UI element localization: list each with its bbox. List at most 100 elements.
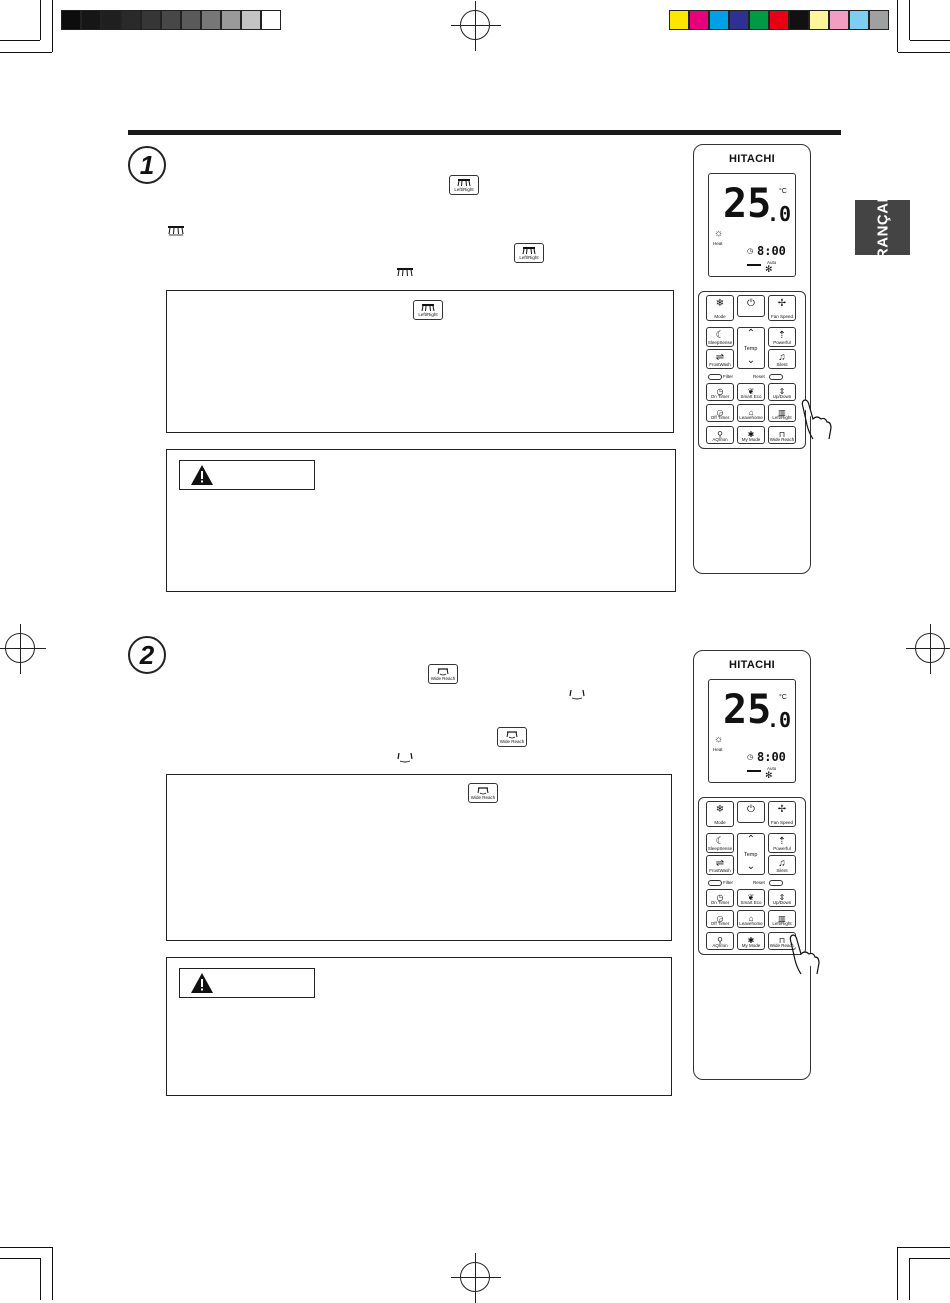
wide-reach-button[interactable]: ⊓Wide Reach	[768, 426, 796, 444]
power-icon: ⏻	[747, 804, 755, 815]
crop-mark	[910, 1258, 950, 1259]
fan-speed-button[interactable]: ✢Fan Speed	[768, 295, 796, 321]
mode-button[interactable]: ❄Mode	[706, 801, 734, 827]
aqi-ion-button[interactable]: ⚲AQI/Ion	[706, 426, 734, 444]
snowflake-icon: ❄	[715, 298, 725, 309]
louver-indicator-icon	[747, 770, 761, 778]
power-button[interactable]: ⏻	[737, 801, 765, 823]
chevron-up-icon: ⌃	[746, 834, 756, 845]
filter-reset-button[interactable]	[708, 880, 722, 886]
leave-home-button[interactable]: ⌂Leavehome	[737, 404, 765, 422]
gray-swatch	[201, 10, 221, 30]
temperature-readout: 25	[723, 687, 772, 733]
gray-swatch	[221, 10, 241, 30]
left-right-louver-icon	[168, 226, 184, 236]
my-mode-button[interactable]: ✱My Mode	[737, 426, 765, 444]
crop-mark	[898, 1247, 950, 1248]
smart-eco-button[interactable]: ❦Smart Eco	[737, 889, 765, 907]
note-box	[166, 774, 672, 941]
wide-reach-button[interactable]: ⊓Wide Reach	[768, 932, 796, 950]
power-icon: ⏻	[747, 298, 755, 309]
chevron-down-icon: ⌄	[746, 861, 756, 872]
left-right-icon: ▥	[778, 408, 786, 417]
frostwash-button[interactable]: ⇌FrostWash	[706, 855, 734, 875]
filter-label: Filter	[723, 374, 733, 379]
up-down-icon: ⇕	[778, 893, 786, 902]
fan-auto-label: Auto	[767, 260, 777, 265]
sun-icon: ☼	[714, 228, 724, 239]
clock-readout: 8:00	[757, 750, 786, 764]
up-down-button[interactable]: ⇕Up/Down	[768, 383, 796, 401]
remote-control: HITACHI 25 .0 °C ☼ Heat ◷ 8:00 Auto ✻ ❄M…	[693, 650, 811, 1080]
crop-mark	[40, 0, 41, 40]
color-swatch	[729, 10, 749, 30]
step-number: 1	[128, 146, 166, 184]
frostwash-button[interactable]: ⇌FrostWash	[706, 349, 734, 369]
crop-mark	[0, 1247, 52, 1248]
pressing-hand-icon	[801, 399, 832, 440]
registration-mark	[0, 624, 46, 674]
left-right-icon: ▥	[778, 914, 786, 923]
fan-icon: ✻	[765, 264, 773, 274]
smart-eco-button[interactable]: ❦Smart Eco	[737, 383, 765, 401]
chevron-down-icon: ⌄	[746, 355, 756, 366]
reset-button[interactable]	[769, 374, 783, 380]
gray-swatch	[61, 10, 81, 30]
warning-icon	[191, 973, 213, 993]
fan-speed-button[interactable]: ✢Fan Speed	[768, 801, 796, 827]
wide-reach-icon: ⊓	[778, 936, 786, 945]
timer-icon: ◷	[716, 893, 724, 902]
gray-swatch	[101, 10, 121, 30]
power-button[interactable]: ⏻	[737, 295, 765, 317]
up-down-icon: ⇕	[778, 387, 786, 396]
chevron-up-icon: ⌃	[746, 328, 756, 339]
silent-button[interactable]: ♫Silent	[768, 855, 796, 875]
wide-reach-louver-icon	[569, 689, 585, 700]
temp-rocker[interactable]: ⌃Temp⌄	[737, 327, 765, 369]
reset-label: Reset	[753, 880, 765, 885]
off-timer-button[interactable]: ◶Off Timer	[706, 910, 734, 928]
lcd-display: 25 .0 °C ☼ Heat ◷ 8:00 Auto ✻	[708, 173, 796, 277]
lcd-display: 25 .0 °C ☼ Heat ◷ 8:00 Auto ✻	[708, 679, 796, 783]
wide-reach-button-icon: Wide Reach	[428, 664, 458, 684]
left-right-button[interactable]: ▥Left/Right	[768, 404, 796, 422]
powerful-button[interactable]: ⇡Powerful	[768, 833, 796, 853]
left-right-button-icon: Left/Right	[413, 300, 443, 320]
sleepsense-button[interactable]: ☾SleepSense	[706, 833, 734, 853]
leaf-icon: ❦	[747, 387, 755, 396]
reset-button[interactable]	[769, 880, 783, 886]
off-timer-button[interactable]: ◶Off Timer	[706, 404, 734, 422]
louver-indicator-icon	[747, 264, 761, 272]
crop-mark	[52, 0, 53, 52]
powerful-button[interactable]: ⇡Powerful	[768, 327, 796, 347]
wide-reach-louver-icon	[397, 752, 413, 763]
filter-reset-button[interactable]	[708, 374, 722, 380]
timer-icon: ◶	[716, 914, 724, 923]
on-timer-button[interactable]: ◷On Timer	[706, 889, 734, 907]
reset-label: Reset	[753, 374, 765, 379]
crop-mark	[0, 52, 52, 53]
temp-rocker[interactable]: ⌃Temp⌄	[737, 833, 765, 875]
up-down-button[interactable]: ⇕Up/Down	[768, 889, 796, 907]
leave-home-button[interactable]: ⌂Leavehome	[737, 910, 765, 928]
clock-readout: 8:00	[757, 244, 786, 258]
silent-icon: ♫	[778, 858, 786, 869]
silent-button[interactable]: ♫Silent	[768, 349, 796, 369]
on-timer-button[interactable]: ◷On Timer	[706, 383, 734, 401]
mode-button[interactable]: ❄Mode	[706, 295, 734, 321]
caution-box	[166, 957, 672, 1096]
left-right-button[interactable]: ▥Left/Right	[768, 910, 796, 928]
frostwash-icon: ⇌	[715, 858, 725, 869]
sleepsense-button[interactable]: ☾SleepSense	[706, 327, 734, 347]
ion-icon: ⚲	[717, 430, 723, 439]
home-icon: ⌂	[748, 408, 754, 417]
sun-icon: ☼	[714, 734, 724, 745]
home-icon: ⌂	[748, 914, 754, 923]
wide-reach-icon: ⊓	[778, 430, 786, 439]
filter-label: Filter	[723, 880, 733, 885]
temperature-decimal: .0	[767, 708, 792, 732]
aqi-ion-button[interactable]: ⚲AQI/Ion	[706, 932, 734, 950]
crop-mark	[40, 1258, 41, 1300]
my-mode-button[interactable]: ✱My Mode	[737, 932, 765, 950]
header-rule	[128, 130, 841, 135]
